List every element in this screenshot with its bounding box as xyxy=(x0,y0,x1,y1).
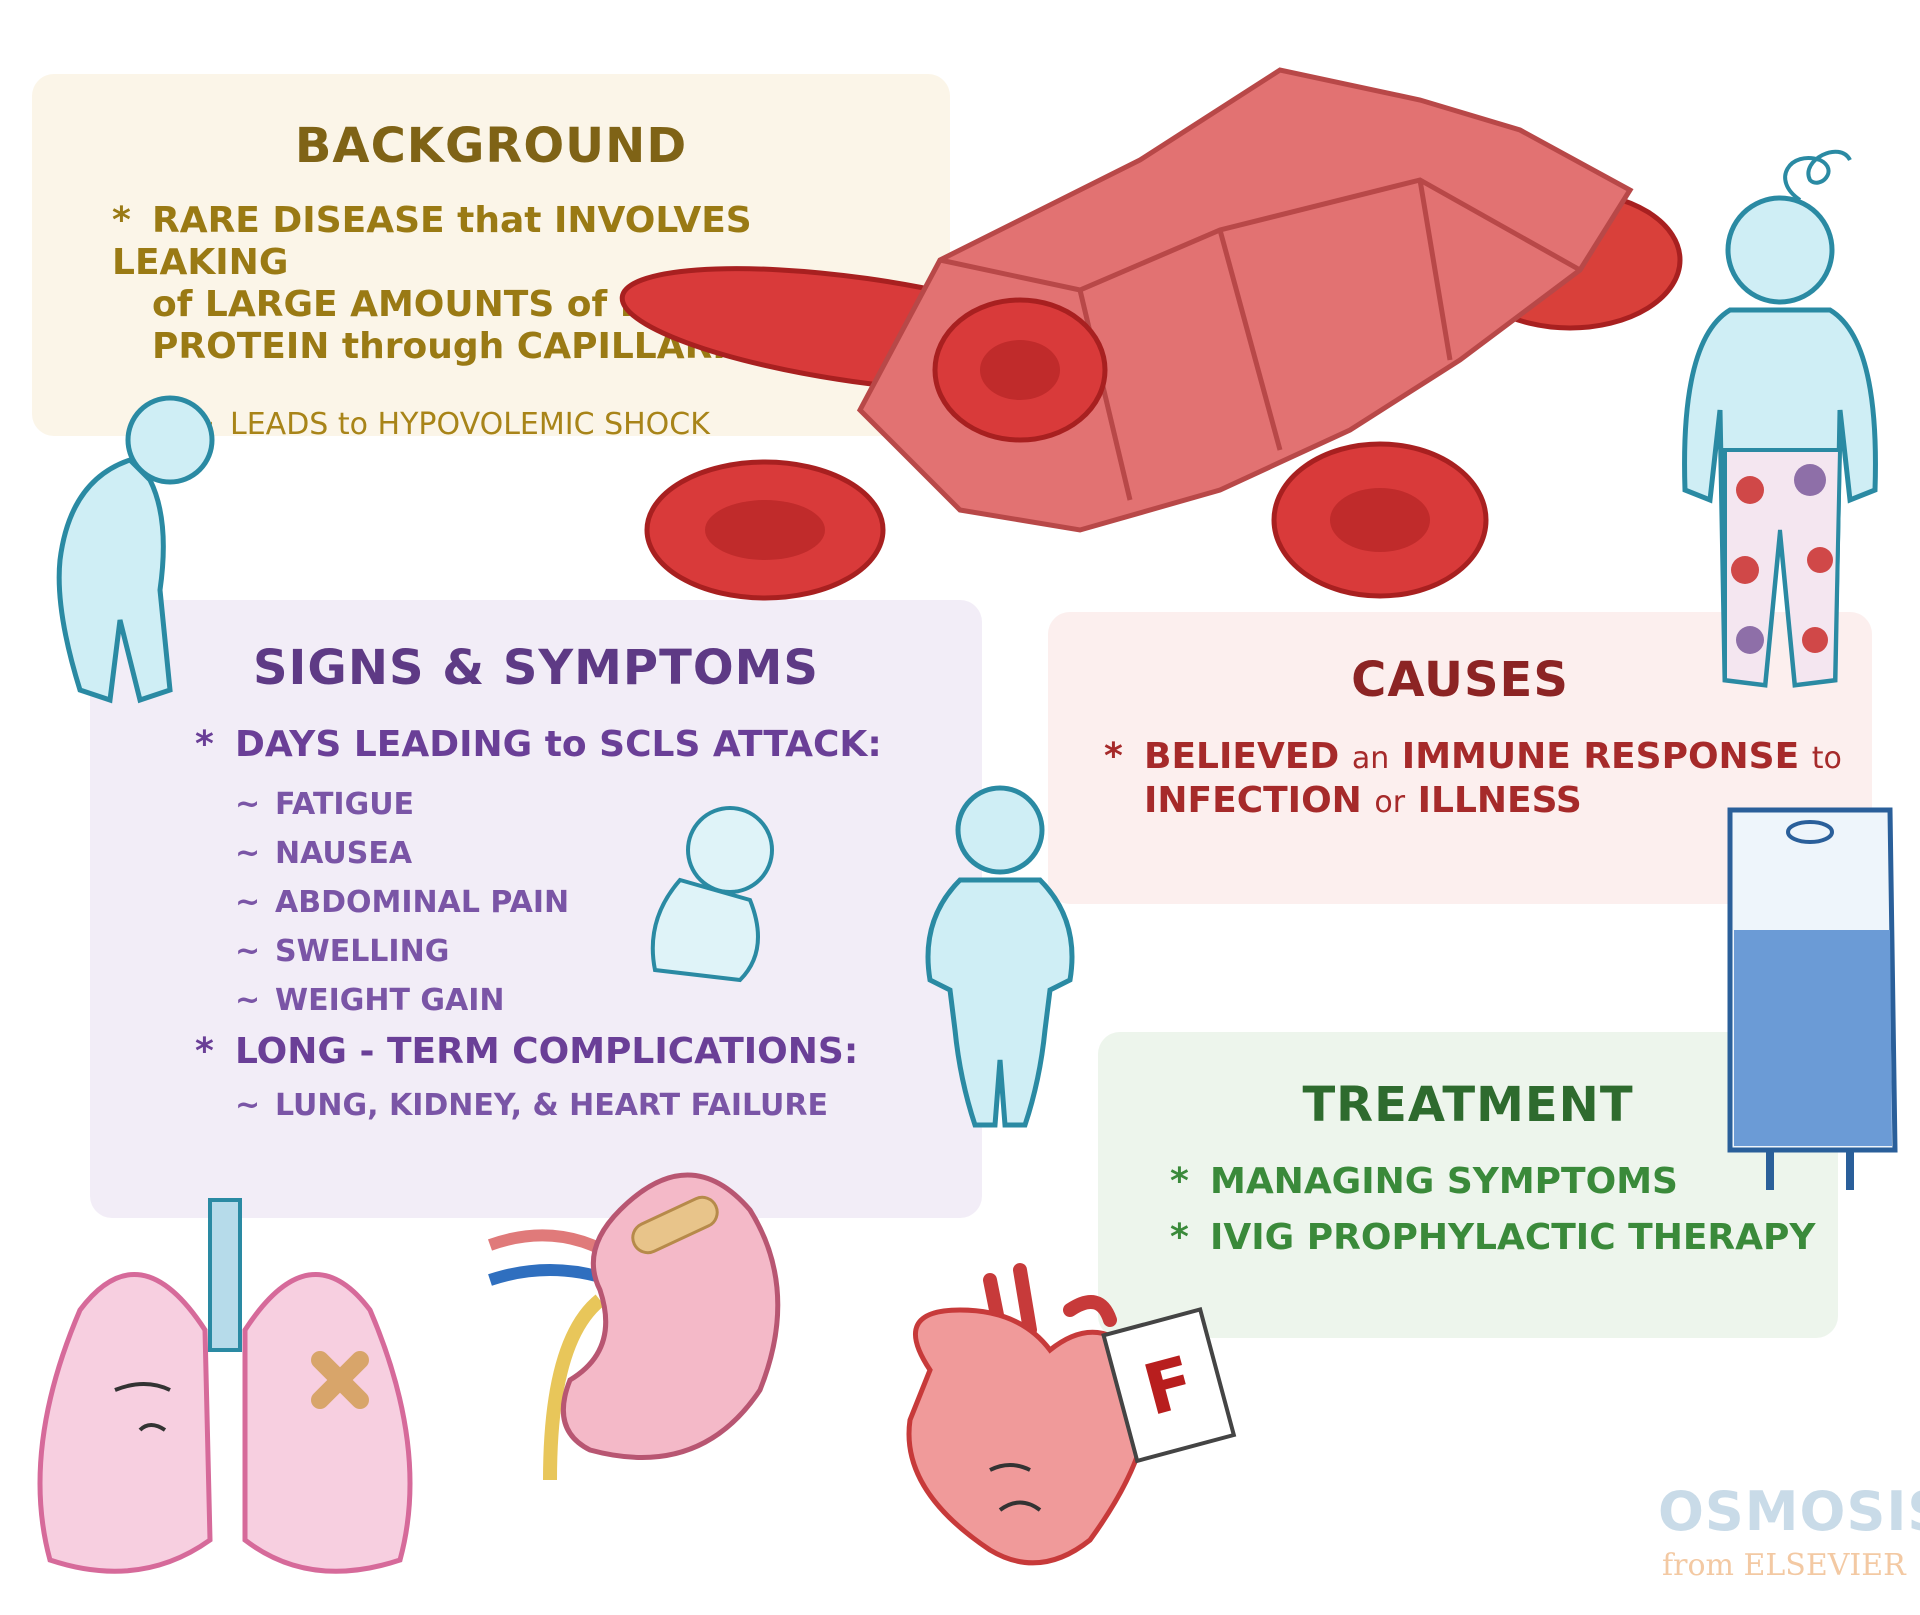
causes-word: an xyxy=(1351,741,1390,776)
dizzy-person-icon xyxy=(1682,149,1878,688)
tilde: ~ xyxy=(235,934,261,969)
bullet-star: * xyxy=(112,200,131,241)
abdominal-pain-person-icon xyxy=(650,806,774,983)
treatment-panel: TREATMENT * MANAGING SYMPTOMS * IVIG PROPH… xyxy=(1098,1032,1838,1338)
list-item: ~ ABDOMINAL PAIN xyxy=(235,878,882,927)
signs-group-2: * LONG - TERM COMPLICATIONS: xyxy=(195,1031,882,1073)
tilde: ~ xyxy=(235,983,261,1018)
list-item: ~ LUNG, KIDNEY, & HEART FAILURE xyxy=(235,1081,882,1130)
background-line-1: RARE DISEASE that INVOLVES LEAKING xyxy=(112,200,752,283)
background-title: BACKGROUND xyxy=(294,118,688,174)
signs-list: * DAYS LEADING to SCLS ATTACK: ~ FATIGUE ~… xyxy=(195,724,882,1130)
causes-word: INFECTION xyxy=(1144,780,1362,821)
bullet-star: * xyxy=(1170,1161,1189,1202)
logo-brand: OSMOSIS xyxy=(1658,1480,1920,1543)
complication-organ-failure: LUNG, KIDNEY, & HEART FAILURE xyxy=(275,1088,829,1123)
list-item: ~ NAUSEA xyxy=(235,829,882,878)
causes-title: CAUSES xyxy=(1351,652,1569,708)
signs-panel: SIGNS & SYMPTOMS * DAYS LEADING to SCLS A… xyxy=(90,600,982,1218)
iv-bag-icon xyxy=(1727,807,1898,1190)
treatment-title: TREATMENT xyxy=(1302,1077,1634,1133)
treatment-list: * MANAGING SYMPTOMS * IVIG PROPHYLACTIC TH… xyxy=(1170,1154,1815,1266)
treatment-ivig: IVIG PROPHYLACTIC THERAPY xyxy=(1210,1217,1816,1258)
background-sub-text: LEADS to HYPOVOLEMIC SHOCK xyxy=(230,407,710,442)
background-panel: BACKGROUND *RARE DISEASE that INVOLVES L… xyxy=(32,74,950,442)
bullet-star: * xyxy=(195,724,214,765)
tilde: ~ xyxy=(235,1088,261,1123)
bullet-star: * xyxy=(195,1031,214,1072)
lungs-icon xyxy=(37,1198,413,1574)
causes-word: BELIEVED xyxy=(1144,736,1340,777)
kidney-icon xyxy=(487,1172,781,1481)
causes-bullet: * BELIEVED an IMMUNE RESPONSE to INFECTIO… xyxy=(1104,736,1844,824)
tilde: ~ xyxy=(235,787,261,822)
background-sub: ~LEADS to HYPOVOLEMIC SHOCK xyxy=(190,400,710,449)
signs-group-1-label: DAYS LEADING to SCLS ATTACK: xyxy=(235,724,882,765)
signs-group-1-items: ~ FATIGUE ~ NAUSEA ~ ABDOMINAL PAIN ~ SWELLI… xyxy=(195,780,882,1025)
symptom-abdominal-pain: ABDOMINAL PAIN xyxy=(275,885,570,920)
symptom-swelling: SWELLING xyxy=(275,934,450,969)
causes-word: IMMUNE RESPONSE xyxy=(1401,736,1800,777)
heart-icon: F xyxy=(906,1263,1237,1566)
list-item: ~ FATIGUE xyxy=(235,780,882,829)
symptom-fatigue: FATIGUE xyxy=(275,787,415,822)
signs-group-2-label: LONG - TERM COMPLICATIONS: xyxy=(235,1031,859,1072)
tired-person-icon xyxy=(56,395,215,704)
osmosis-logo: OSMOSIS from ELSEVIER xyxy=(1630,1480,1920,1610)
list-item: ~ SWELLING xyxy=(235,927,882,976)
signs-group-2-items: ~ LUNG, KIDNEY, & HEART FAILURE xyxy=(195,1081,882,1130)
symptom-weight-gain: WEIGHT GAIN xyxy=(275,983,505,1018)
blood-vessel-icon xyxy=(619,67,1683,601)
list-item: * IVIG PROPHYLACTIC THERAPY xyxy=(1170,1210,1815,1266)
bullet-star: * xyxy=(1104,736,1123,777)
symptom-nausea: NAUSEA xyxy=(275,836,413,871)
list-item: * MANAGING SYMPTOMS xyxy=(1170,1154,1815,1210)
causes-word: ILLNESS xyxy=(1417,780,1582,821)
tilde: ~ xyxy=(235,885,261,920)
list-item: ~ WEIGHT GAIN xyxy=(235,976,882,1025)
logo-sub: from ELSEVIER xyxy=(1662,1548,1906,1583)
signs-title: SIGNS & SYMPTOMS xyxy=(252,640,819,696)
causes-word: to xyxy=(1811,741,1842,776)
swollen-person-icon xyxy=(925,785,1075,1128)
causes-word: or xyxy=(1374,785,1406,820)
signs-group-1: * DAYS LEADING to SCLS ATTACK: xyxy=(195,724,882,766)
tilde: ~ xyxy=(235,836,261,871)
bullet-star: * xyxy=(1170,1217,1189,1258)
treatment-managing-symptoms: MANAGING SYMPTOMS xyxy=(1210,1161,1678,1202)
